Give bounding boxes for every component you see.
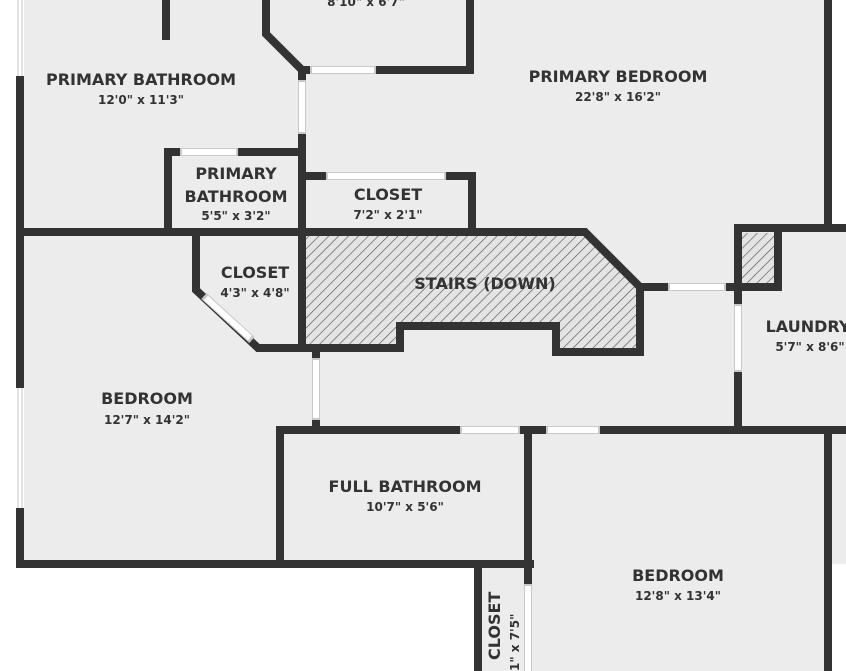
doorways <box>180 66 742 671</box>
room-labels: 8'10" x 6'7" PRIMARY BATHROOM 12'0" x 11… <box>46 0 846 671</box>
closet-bottom-name: CLOSET <box>485 592 504 660</box>
primary-bedroom-name: PRIMARY BEDROOM <box>529 67 708 86</box>
small-bath-dim: 5'5" x 3'2" <box>201 209 270 223</box>
primary-bathroom-dim: 12'0" x 11'3" <box>98 93 184 107</box>
bedroom-left-name: BEDROOM <box>101 389 193 408</box>
bedroom-left-dim: 12'7" x 14'2" <box>104 413 190 427</box>
closet-top-name: CLOSET <box>354 185 422 204</box>
closet-left-dim: 4'3" x 4'8" <box>220 286 289 300</box>
windows <box>16 0 24 508</box>
small-bath-name-line2: BATHROOM <box>184 187 287 206</box>
full-bathroom-name: FULL BATHROOM <box>329 477 482 496</box>
closet-left-name: CLOSET <box>221 263 289 282</box>
stairs-name: STAIRS (DOWN) <box>414 274 556 293</box>
laundry-name: LAUNDRY <box>766 317 846 336</box>
bedroom-right-dim: 12'8" x 13'4" <box>635 589 721 603</box>
closet-bottom-dim: 1" x 7'5" <box>508 614 522 671</box>
primary-bathroom-name: PRIMARY BATHROOM <box>46 70 236 89</box>
laundry-dim: 5'7" x 8'6" <box>775 340 844 354</box>
top-room-dim: 8'10" x 6'7" <box>327 0 405 9</box>
bedroom-right-name: BEDROOM <box>632 566 724 585</box>
laundry-chute-hatch <box>742 233 776 285</box>
closet-top-dim: 7'2" x 2'1" <box>353 208 422 222</box>
small-bath-name-line1: PRIMARY <box>195 164 277 183</box>
stairs-hatch <box>304 236 638 350</box>
full-bathroom-dim: 10'7" x 5'6" <box>366 500 444 514</box>
primary-bedroom-dim: 22'8" x 16'2" <box>575 90 661 104</box>
